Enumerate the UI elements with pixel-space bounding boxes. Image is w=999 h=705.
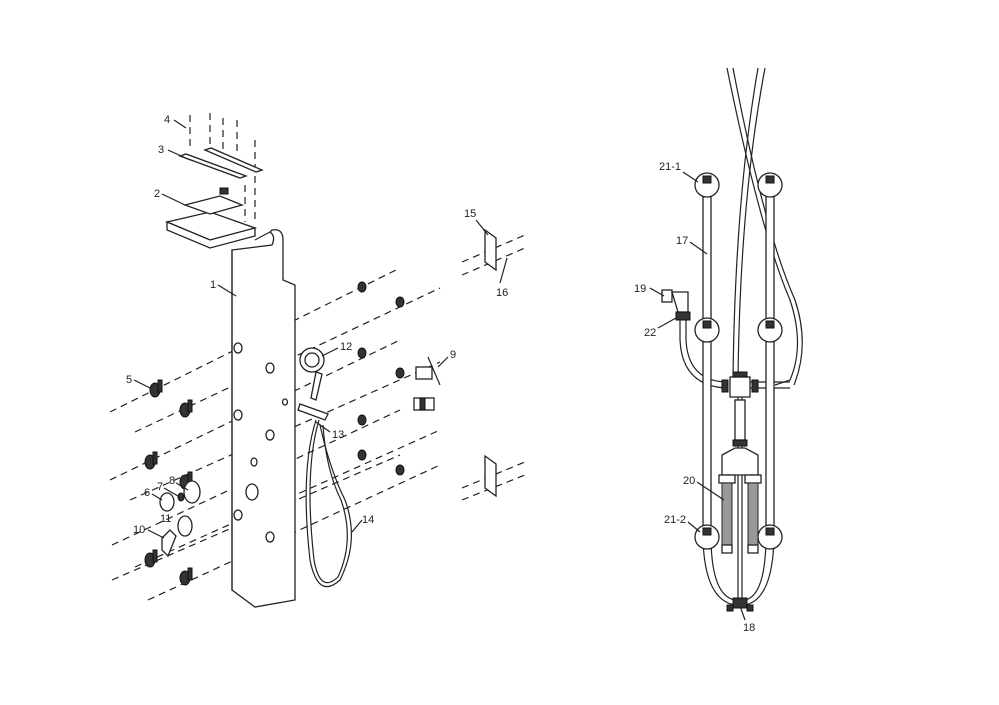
label-9: 9 <box>450 349 456 361</box>
panel-outlets <box>233 342 289 543</box>
label-20: 20 <box>683 475 695 487</box>
trim-plates <box>178 147 264 179</box>
label-21-2: 21-2 <box>664 514 686 526</box>
manifold-and-fittings <box>661 289 762 612</box>
label-8: 8 <box>169 475 175 487</box>
label-10: 10 <box>133 524 145 536</box>
label-1: 1 <box>210 279 216 291</box>
label-22: 22 <box>644 327 656 339</box>
handles <box>144 379 201 586</box>
rain-shower-head <box>164 187 258 249</box>
label-16: 16 <box>496 287 508 299</box>
shower-panel-body <box>231 229 296 608</box>
label-17: 17 <box>676 235 688 247</box>
mounting-brackets <box>484 228 497 498</box>
label-5: 5 <box>126 374 132 386</box>
part-labels-left: 1 2 3 4 5 6 7 8 9 10 11 12 13 14 15 16 <box>126 114 508 536</box>
rear-hoses <box>679 67 803 389</box>
label-14: 14 <box>362 514 374 526</box>
label-6: 6 <box>144 487 150 499</box>
label-15: 15 <box>464 208 476 220</box>
hand-shower-and-hose <box>297 347 352 588</box>
label-18: 18 <box>743 622 755 634</box>
label-3: 3 <box>158 144 164 156</box>
diverter-valves <box>413 356 441 411</box>
jet-nozzles <box>357 281 405 476</box>
label-21-1: 21-1 <box>659 161 681 173</box>
label-13: 13 <box>332 429 344 441</box>
label-4: 4 <box>164 114 170 126</box>
label-7: 7 <box>157 481 163 493</box>
leader-lines-left <box>133 119 508 539</box>
label-19: 19 <box>634 283 646 295</box>
wall-mount-rings <box>694 172 783 550</box>
label-12: 12 <box>340 341 352 353</box>
part-labels-right: 21-1 17 19 22 20 21-2 18 <box>634 161 755 634</box>
label-11: 11 <box>160 513 171 525</box>
label-2: 2 <box>154 188 160 200</box>
leader-lines-right <box>649 171 746 621</box>
